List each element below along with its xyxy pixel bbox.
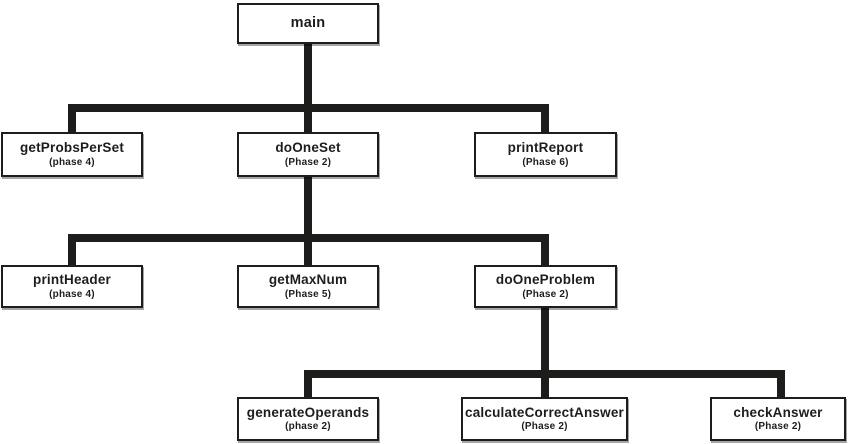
node-getProbsPerSet: getProbsPerSet (phase 4) [1,132,143,177]
node-doOneSet-label: doOneSet [275,140,341,156]
node-checkAnswer-label: checkAnswer [733,404,823,420]
node-checkAnswer: checkAnswer (Phase 2) [710,397,846,441]
connector-level2-horizontal-bar [68,104,549,112]
node-calculateCorrectAnswer-phase: (Phase 2) [521,421,568,433]
node-printHeader: printHeader (phase 4) [1,265,143,308]
node-getProbsPerSet-label: getProbsPerSet [19,140,125,156]
connector-doOneSet-down [304,177,312,265]
node-doOneProblem-phase: (Phase 2) [522,288,569,300]
connector-doOneProblem-down [541,308,549,397]
connector-to-doOneProblem [541,234,549,265]
node-printHeader-phase: (phase 4) [49,288,95,300]
node-printReport: printReport (Phase 6) [474,132,617,177]
node-main: main [237,3,379,44]
node-checkAnswer-phase: (Phase 2) [754,421,802,433]
node-getMaxNum-label: getMaxNum [268,272,348,288]
connector-to-getProbsPerSet [68,104,76,132]
node-printReport-label: printReport [507,140,584,156]
node-doOneSet-phase: (Phase 2) [284,156,332,168]
connector-level3-horizontal-bar [68,234,549,242]
connector-to-generateOperands [304,370,312,397]
node-doOneSet: doOneSet (Phase 2) [237,132,379,177]
node-printReport-phase: (Phase 6) [522,156,569,168]
node-getMaxNum-phase: (Phase 5) [284,288,332,300]
node-doOneProblem: doOneProblem (Phase 2) [474,265,617,308]
connector-level4-horizontal-bar [304,370,785,378]
connector-to-printReport [541,104,549,132]
node-getMaxNum: getMaxNum (Phase 5) [237,265,379,308]
connector-main-down [304,44,312,132]
node-generateOperands-label: generateOperands [246,404,370,420]
node-printHeader-label: printHeader [33,272,111,288]
connector-to-printHeader [68,234,76,265]
connector-to-checkAnswer [777,370,785,397]
node-main-label: main [290,15,326,32]
node-calculateCorrectAnswer: calculateCorrectAnswer (Phase 2) [461,397,628,441]
node-generateOperands-phase: (phase 2) [285,421,331,433]
node-getProbsPerSet-phase: (phase 4) [49,156,95,168]
node-calculateCorrectAnswer-label: calculateCorrectAnswer [465,404,624,420]
node-doOneProblem-label: doOneProblem [495,272,596,288]
node-generateOperands: generateOperands (phase 2) [237,397,379,441]
